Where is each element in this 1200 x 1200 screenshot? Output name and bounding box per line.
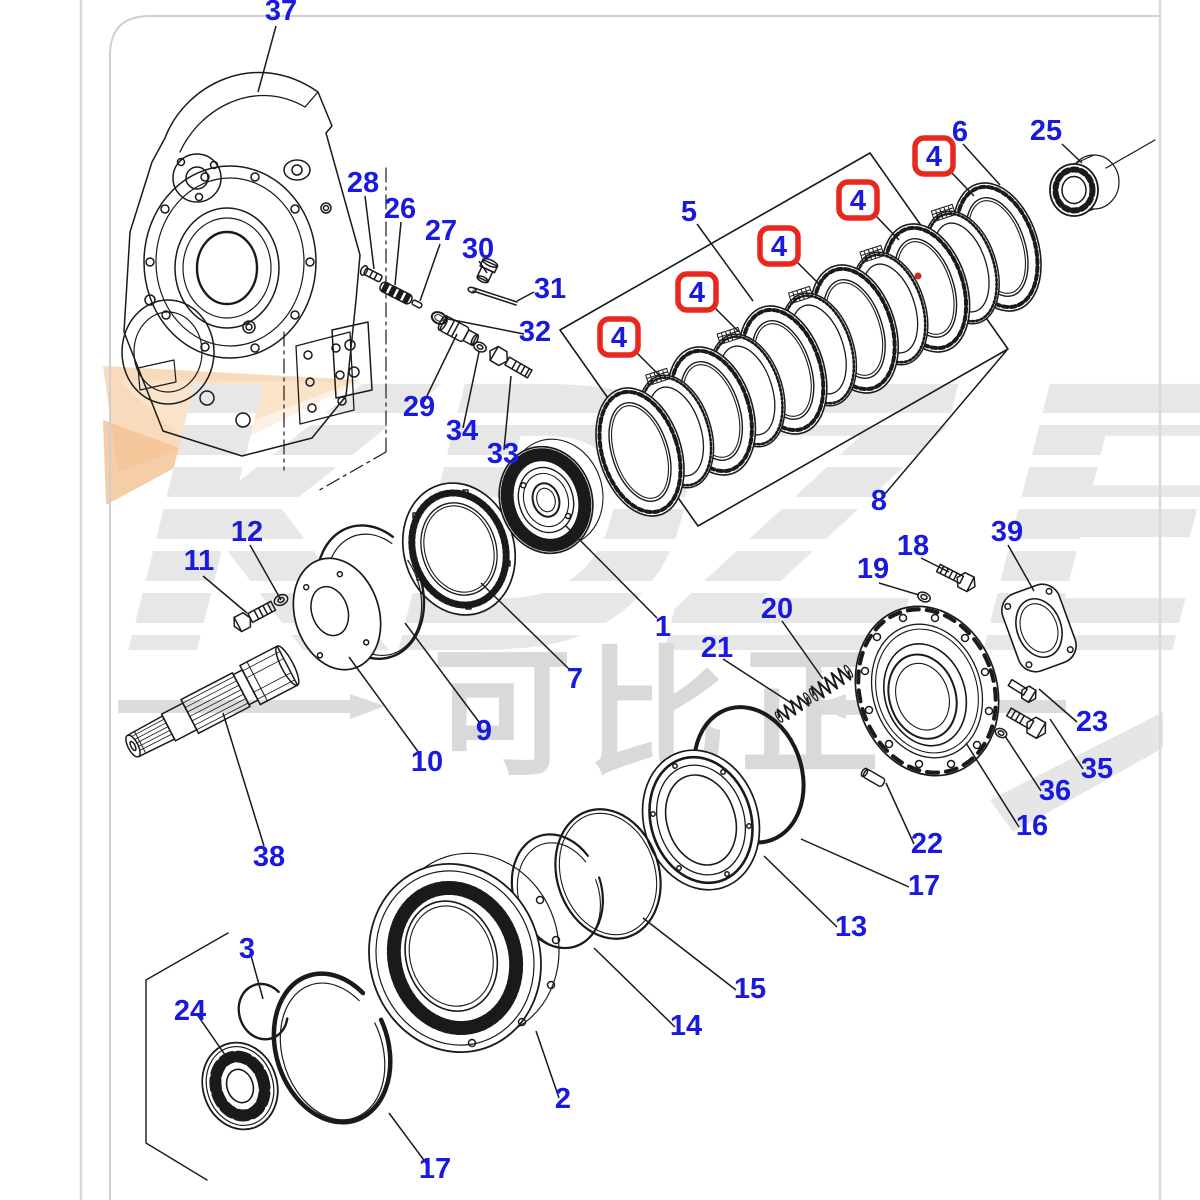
- part-31-needle-art: [467, 286, 518, 306]
- part-28-screw-art: [359, 265, 383, 283]
- part-18-bolt-art: [935, 563, 976, 593]
- part-21-spring-art: [774, 692, 812, 723]
- part-label-4: 4: [611, 322, 627, 354]
- part-label-17: 17: [419, 1153, 451, 1185]
- part-label-30: 30: [462, 233, 494, 265]
- part-label-31: 31: [534, 273, 566, 305]
- part-label-39: 39: [991, 516, 1023, 548]
- part-32-oring-art: [430, 311, 448, 325]
- part-3-ring-art: [237, 982, 289, 1041]
- part-label-21: 21: [701, 632, 733, 664]
- red-dot-marker: [914, 272, 922, 280]
- part-7-retainer-ring-art: [401, 482, 517, 616]
- part-25-bearing-art: [1049, 139, 1156, 217]
- part-15-ring-art: [554, 808, 662, 940]
- spline-patch-icon: [787, 285, 814, 304]
- part-label-15: 15: [734, 973, 766, 1005]
- part-label-35: 35: [1081, 753, 1113, 785]
- part-label-20: 20: [761, 593, 793, 625]
- part-label-4: 4: [850, 185, 866, 217]
- highlight-box-part-4: [597, 316, 641, 358]
- part-label-25: 25: [1030, 115, 1062, 147]
- clutch-disc-pack-art: [595, 182, 1042, 517]
- part-13-piston-art: [641, 749, 761, 891]
- part-20-spring-art: [808, 664, 854, 702]
- part-label-7: 7: [567, 663, 583, 695]
- part-label-2: 2: [555, 1083, 571, 1115]
- part-26-pin-art: [379, 281, 413, 305]
- part-34-washer-art: [473, 341, 487, 353]
- part-label-22: 22: [911, 828, 943, 860]
- part-27-pin-art: [411, 299, 423, 309]
- part-29-spool-art: [437, 315, 480, 347]
- part-22-pin-art: [860, 767, 886, 788]
- part-label-28: 28: [347, 167, 379, 199]
- part-label-4: 4: [926, 141, 942, 173]
- part-label-8: 8: [871, 485, 887, 517]
- spline-patch-icon: [859, 244, 885, 263]
- part-30-plug-art: [476, 257, 499, 284]
- part-label-16: 16: [1016, 810, 1048, 842]
- part-label-9: 9: [476, 715, 492, 747]
- part-label-36: 36: [1039, 775, 1071, 807]
- part-39-flange-art: [1001, 583, 1077, 673]
- watermark: K D Z E 可比正: [73, 312, 1200, 832]
- part-label-34: 34: [446, 415, 478, 447]
- part-16-brake-cover-art: [854, 605, 1000, 777]
- separator-plate-art: [595, 387, 685, 517]
- part-33-bolt-art: [489, 345, 533, 379]
- part-label-33: 33: [487, 438, 519, 470]
- part-label-19: 19: [857, 553, 889, 585]
- part-24-bearing-art: [201, 1041, 279, 1131]
- part-37-transmission-case-art: [121, 71, 387, 493]
- part-17-snap-ring-bottom-art: [271, 971, 393, 1125]
- part-label-12: 12: [231, 516, 263, 548]
- part-10-plate-art: [292, 557, 382, 671]
- spline-patch-icon: [930, 203, 957, 222]
- part-label-13: 13: [835, 911, 867, 943]
- part-38-splined-shaft-art: [125, 645, 300, 758]
- part-35-bolt-art: [1005, 707, 1047, 740]
- part-label-23: 23: [1076, 706, 1108, 738]
- part-label-27: 27: [425, 215, 457, 247]
- part-2-brake-drum-art: [368, 852, 561, 1053]
- highlight-box-part-4: [836, 179, 880, 221]
- part-label-4: 4: [689, 277, 705, 309]
- part-label-3: 3: [239, 933, 255, 965]
- page-border: [79, 0, 1162, 1200]
- part-label-6: 6: [952, 116, 968, 148]
- part-label-1: 1: [655, 611, 671, 643]
- part-11-bolt-art: [233, 600, 277, 633]
- part-24-frame-lines: [145, 932, 229, 1181]
- part-label-24: 24: [174, 995, 206, 1027]
- highlight-box-part-4: [675, 271, 719, 313]
- part-label-29: 29: [403, 391, 435, 423]
- part-label-10: 10: [411, 746, 443, 778]
- part-36-washer-art: [994, 727, 1008, 739]
- highlight-box-part-4: [912, 135, 956, 177]
- part-label-32: 32: [519, 316, 551, 348]
- part-label-38: 38: [253, 841, 285, 873]
- part-1-clutch-hub-art: [498, 438, 604, 555]
- leader-lines: [195, 25, 1084, 1168]
- part-label-11: 11: [184, 545, 215, 577]
- part-label-37: 37: [265, 0, 297, 27]
- part-label-5: 5: [681, 196, 697, 228]
- part-label-26: 26: [384, 193, 416, 225]
- part-label-4: 4: [771, 231, 787, 263]
- part-23-bolt-art: [1007, 678, 1037, 704]
- spline-patch-icon: [716, 326, 742, 345]
- part-label-18: 18: [897, 530, 929, 562]
- part-label-14: 14: [670, 1010, 702, 1042]
- highlight-box-part-4: [757, 225, 801, 267]
- part-label-17: 17: [908, 870, 940, 902]
